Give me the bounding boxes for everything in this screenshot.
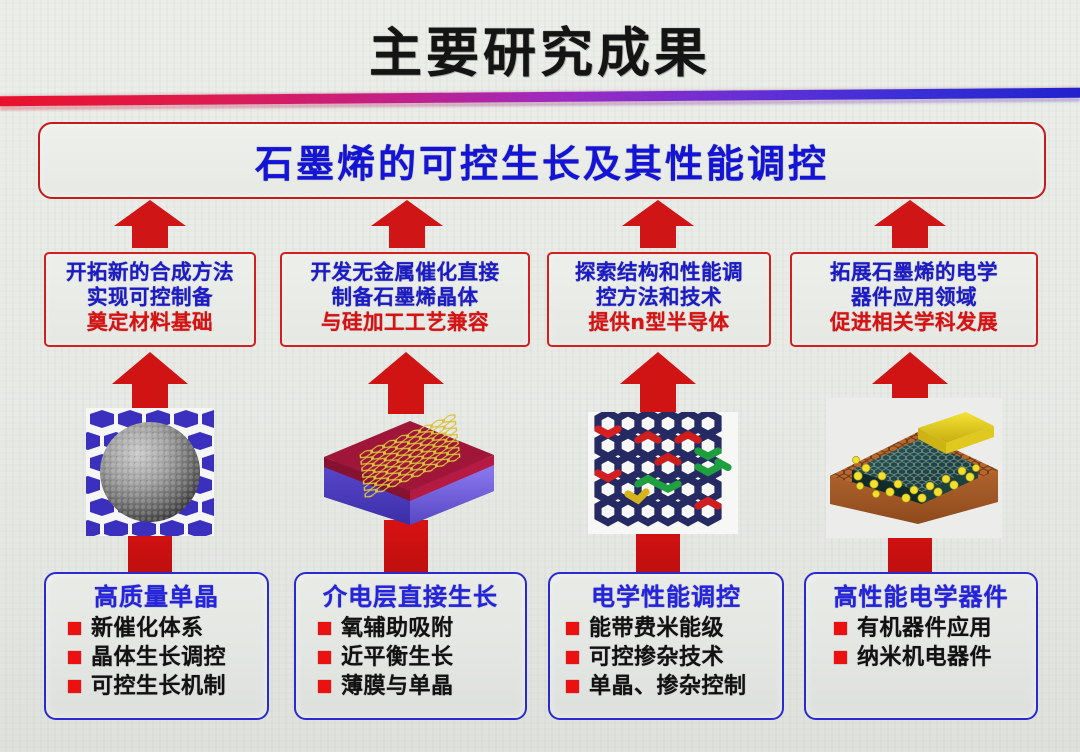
arrow-up-to-goal-3 [620, 352, 696, 414]
list-item-label: 纳米机电器件 [857, 645, 993, 670]
list-item-label: 近平衡生长 [341, 645, 454, 670]
list-item: 有机器件应用 [834, 614, 1026, 643]
goal-box-2[interactable]: 开发无金属催化直接 制备石墨烯晶体 与硅加工工艺兼容 [280, 252, 530, 347]
arrow-up-to-banner-4 [874, 200, 946, 248]
bullet-square-icon [566, 651, 579, 664]
goal-box-1[interactable]: 开拓新的合成方法 实现可控制备 奠定材料基础 [44, 252, 256, 347]
arrow-up-to-banner-3 [622, 200, 694, 248]
goal-box-4[interactable]: 拓展石墨烯的电学 器件应用领域 促进相关学科发展 [790, 252, 1038, 347]
goal-line: 制备石墨烯晶体 [331, 285, 479, 309]
result-heading: 电学性能调控 [591, 583, 741, 611]
list-item: 可控掺杂技术 [566, 643, 772, 672]
bullet-square-icon [68, 622, 81, 635]
goal-box-3[interactable]: 探索结构和性能调 控方法和技术 提供n型半导体 [547, 252, 771, 347]
list-item-label: 能带费米能级 [589, 616, 725, 641]
bullet-square-icon [318, 680, 331, 693]
result-list: 新催化体系 晶体生长调控 可控生长机制 [56, 614, 257, 701]
page-title: 主要研究成果 [369, 23, 711, 84]
result-box-1[interactable]: 高质量单晶 新催化体系 晶体生长调控 可控生长机制 [44, 572, 269, 720]
main-topic-banner: 石墨烯的可控生长及其性能调控 [38, 122, 1046, 199]
goal-line: 控方法和技术 [596, 285, 722, 309]
bullet-square-icon [834, 651, 847, 664]
figure-graphene-electronic-device-stack [826, 398, 1002, 538]
goal-line: 拓展石墨烯的电学 [830, 260, 998, 284]
goal-line: 促进相关学科发展 [830, 310, 998, 334]
list-item: 氧辅助吸附 [318, 614, 515, 643]
arrow-up-to-goal-4 [872, 352, 948, 414]
list-item: 可控生长机制 [68, 672, 257, 701]
list-item: 近平衡生长 [318, 643, 515, 672]
result-list: 有机器件应用 纳米机电器件 [816, 614, 1026, 672]
goal-line: 器件应用领域 [851, 285, 977, 309]
result-box-2[interactable]: 介电层直接生长 氧辅助吸附 近平衡生长 薄膜与单晶 [294, 572, 527, 720]
list-item-label: 晶体生长调控 [91, 645, 227, 670]
result-list: 能带费米能级 可控掺杂技术 单晶、掺杂控制 [560, 614, 772, 701]
goal-line: 开发无金属催化直接 [310, 260, 500, 284]
bullet-square-icon [68, 651, 81, 664]
goal-line: 提供n型半导体 [588, 310, 730, 334]
list-item-label: 氧辅助吸附 [341, 616, 454, 641]
list-item-label: 薄膜与单晶 [341, 674, 454, 699]
result-heading: 高性能电学器件 [833, 583, 1009, 611]
goal-line: 实现可控制备 [87, 285, 213, 309]
goal-line: 与硅加工工艺兼容 [321, 310, 489, 334]
goal-line: 开拓新的合成方法 [66, 260, 234, 284]
arrow-up-to-goal-2 [368, 352, 444, 414]
list-item-label: 新催化体系 [91, 616, 204, 641]
bullet-square-icon [318, 651, 331, 664]
list-item-label: 可控生长机制 [91, 674, 227, 699]
list-item-label: 有机器件应用 [857, 616, 993, 641]
result-box-3[interactable]: 电学性能调控 能带费米能级 可控掺杂技术 单晶、掺杂控制 [548, 572, 784, 720]
figure-dielectric-slab-with-honeycomb-film [318, 405, 498, 535]
list-item: 纳米机电器件 [834, 643, 1026, 672]
list-item: 单晶、掺杂控制 [566, 672, 772, 701]
result-list: 氧辅助吸附 近平衡生长 薄膜与单晶 [306, 614, 515, 701]
list-item: 晶体生长调控 [68, 643, 257, 672]
arrow-up-to-banner-2 [371, 200, 443, 248]
list-item-label: 单晶、掺杂控制 [589, 674, 747, 699]
figure-doped-graphene-lattice [588, 412, 738, 534]
bullet-square-icon [834, 622, 847, 635]
bullet-square-icon [566, 680, 579, 693]
arrow-up-to-goal-1 [112, 352, 188, 414]
result-box-4[interactable]: 高性能电学器件 有机器件应用 纳米机电器件 [804, 572, 1038, 720]
bullet-square-icon [566, 622, 579, 635]
arrow-up-to-banner-1 [114, 200, 186, 248]
list-item: 薄膜与单晶 [318, 672, 515, 701]
figure-graphene-sphere-on-hex-lattice [86, 408, 214, 536]
connector-shaft-2 [384, 520, 428, 582]
list-item: 新催化体系 [68, 614, 257, 643]
bullet-square-icon [68, 680, 81, 693]
list-item-label: 可控掺杂技术 [589, 645, 725, 670]
main-topic-text: 石墨烯的可控生长及其性能调控 [254, 142, 829, 186]
list-item: 能带费米能级 [566, 614, 772, 643]
goal-line: 探索结构和性能调 [575, 260, 743, 284]
result-heading: 介电层直接生长 [323, 583, 498, 611]
goal-line: 奠定材料基础 [87, 310, 213, 334]
bullet-square-icon [318, 622, 331, 635]
result-heading: 高质量单晶 [94, 583, 219, 611]
